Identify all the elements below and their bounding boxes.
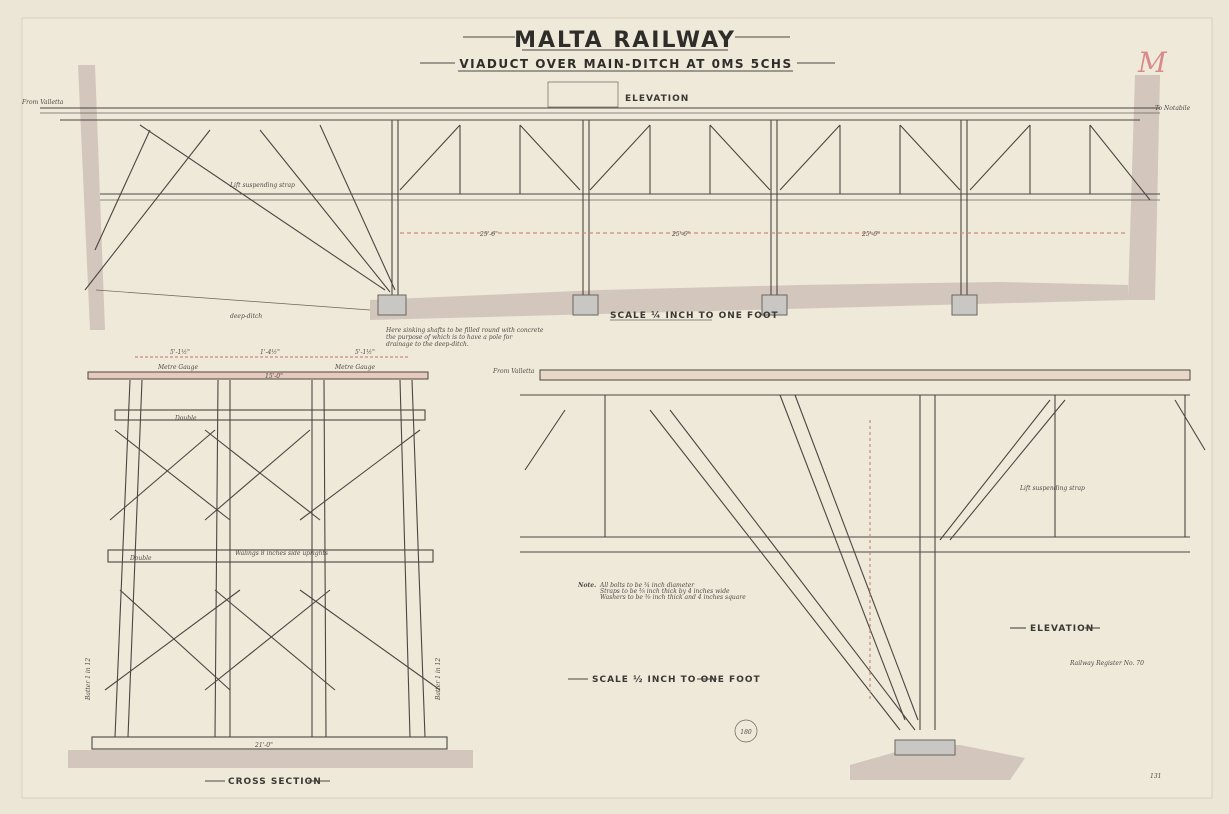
top-elevation: From Valletta To Notabile ELEVATION Lift… bbox=[21, 65, 1191, 348]
detail-elevation-label: ELEVATION bbox=[1030, 624, 1094, 634]
dim-left: 5'-1½" bbox=[170, 349, 190, 356]
span-dim-1: 25'-6" bbox=[479, 231, 498, 238]
stamp-number: 180 bbox=[740, 729, 752, 736]
note-2: Straps to be ⅜ inch thick by 4 inches wi… bbox=[600, 588, 730, 595]
span-dim-2: 25'-6" bbox=[671, 231, 690, 238]
base-width-label: 21'-0" bbox=[254, 742, 273, 749]
cross-section-label: CROSS SECTION bbox=[228, 777, 322, 787]
double-label-2: Double bbox=[129, 555, 152, 562]
beam-width-label: 15'-0" bbox=[265, 373, 283, 380]
note-3: Washers to be ⅜ inch thick and 4 inches … bbox=[600, 594, 746, 601]
from-valletta-label: From Valletta bbox=[21, 99, 64, 106]
red-mark: M bbox=[1137, 46, 1168, 79]
dim-centre: 1'-4½" bbox=[260, 349, 280, 356]
paper bbox=[21, 17, 1213, 799]
span-dim-3: 25'-6" bbox=[861, 231, 880, 238]
sheet-number: 131 bbox=[1150, 773, 1161, 780]
batter-left-label: Batter 1 in 12 bbox=[85, 658, 92, 701]
dim-right: 5'-1½" bbox=[355, 349, 375, 356]
top-scale-label: SCALE ¼ INCH TO ONE FOOT bbox=[610, 310, 779, 321]
drawing-title: MALTA RAILWAY bbox=[514, 28, 736, 53]
detail-strap-label: Lift suspending strap bbox=[1019, 485, 1085, 492]
note-heading: Note. bbox=[577, 582, 596, 589]
top-note-2: the purpose of which is to have a pole f… bbox=[386, 334, 513, 341]
detail-scale-label: SCALE ½ INCH TO ONE FOOT bbox=[592, 674, 761, 685]
title-block: MALTA RAILWAY VIADUCT OVER MAIN-DITCH AT… bbox=[420, 28, 835, 72]
top-note-3: drainage to the deep-ditch. bbox=[386, 341, 469, 348]
gauge-right-label: Metre Gauge bbox=[334, 364, 376, 371]
drawing-subtitle: VIADUCT OVER MAIN-DITCH AT 0MS 5CHS bbox=[459, 57, 792, 71]
top-elevation-label: ELEVATION bbox=[625, 94, 689, 104]
double-label: Double bbox=[174, 415, 197, 422]
detail-from-valletta-label: From Valletta bbox=[492, 368, 535, 375]
strap-label: Lift suspending strap bbox=[229, 182, 295, 189]
note-1: All bolts to be ¾ inch diameter bbox=[599, 582, 695, 589]
to-notabile-label: To Notabile bbox=[1155, 105, 1191, 112]
cross-section: 5'-1½" 1'-4½" 5'-1½" Metre Gauge Metre G… bbox=[68, 349, 473, 787]
top-note-1: Here sinking shafts to be filled round w… bbox=[385, 327, 544, 334]
gauge-left-label: Metre Gauge bbox=[157, 364, 199, 371]
detail-elevation: From Valletta Lift suspending strap Note… bbox=[492, 368, 1206, 780]
batter-right-label: Batter 1 in 12 bbox=[435, 658, 442, 701]
deep-ditch-label: deep-ditch bbox=[230, 313, 262, 320]
register-number: Railway Register No. 70 bbox=[1069, 660, 1144, 667]
waling-label: Walings 8 inches side uprights bbox=[235, 550, 328, 557]
